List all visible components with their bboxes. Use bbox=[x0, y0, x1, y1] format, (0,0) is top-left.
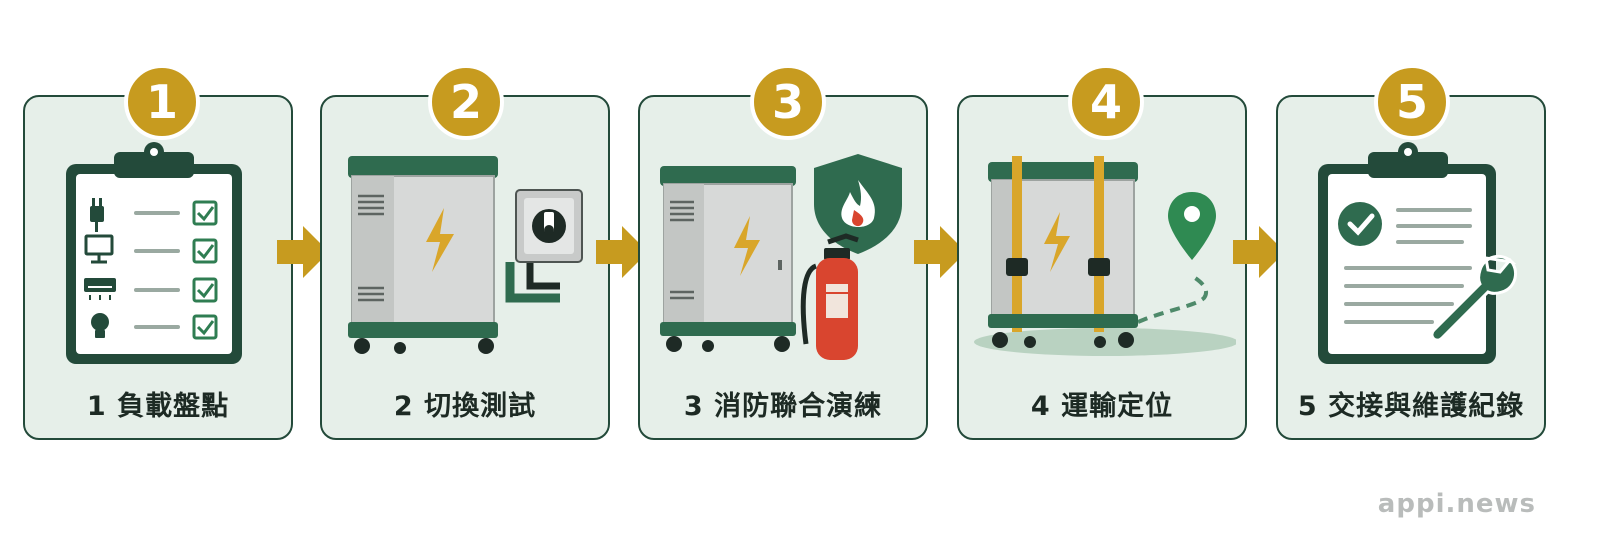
lightning-icon bbox=[1044, 212, 1070, 272]
battery-cabinet-switch-icon bbox=[348, 156, 583, 354]
monitor-icon bbox=[84, 234, 114, 264]
arrow-right-icon bbox=[914, 226, 966, 278]
lightning-icon bbox=[734, 216, 760, 276]
cabinet-fire-extinguisher-icon bbox=[660, 154, 902, 360]
step-badge-4: 4 bbox=[1068, 64, 1144, 140]
step-label-3: 3 消防聯合演練 bbox=[683, 391, 883, 422]
wrench-icon bbox=[1430, 254, 1518, 342]
arrow-right-icon bbox=[1233, 226, 1285, 278]
flame-icon bbox=[841, 180, 875, 227]
arrow-right-icon bbox=[277, 226, 329, 278]
bulb-icon bbox=[91, 313, 109, 338]
step-badge-1: 1 bbox=[124, 64, 200, 140]
clipboard-report-wrench-icon bbox=[1318, 142, 1518, 364]
step-label-2: 2 切換測試 bbox=[393, 391, 537, 422]
clipboard-checklist-icon bbox=[66, 142, 242, 364]
check-circle-icon bbox=[1338, 202, 1382, 246]
step-label-5: 5 交接與維護紀錄 bbox=[1297, 391, 1525, 422]
cabinet-transport-location-icon bbox=[974, 156, 1236, 356]
lightning-icon bbox=[426, 208, 454, 272]
watermark: appi.news bbox=[1377, 489, 1536, 519]
arrow-right-icon bbox=[596, 226, 648, 278]
location-pin-icon bbox=[1168, 192, 1216, 260]
step-label-4: 4 運輸定位 bbox=[1030, 391, 1174, 422]
checkbox-icons bbox=[192, 200, 218, 340]
shield-icon bbox=[814, 154, 902, 254]
plug-icon bbox=[90, 198, 104, 232]
step-label-1: 1 負載盤點 bbox=[86, 391, 230, 422]
step-badge-3: 3 bbox=[750, 64, 826, 140]
air-conditioner-icon bbox=[84, 278, 116, 300]
step-badge-5: 5 bbox=[1374, 64, 1450, 140]
step-badge-2: 2 bbox=[428, 64, 504, 140]
